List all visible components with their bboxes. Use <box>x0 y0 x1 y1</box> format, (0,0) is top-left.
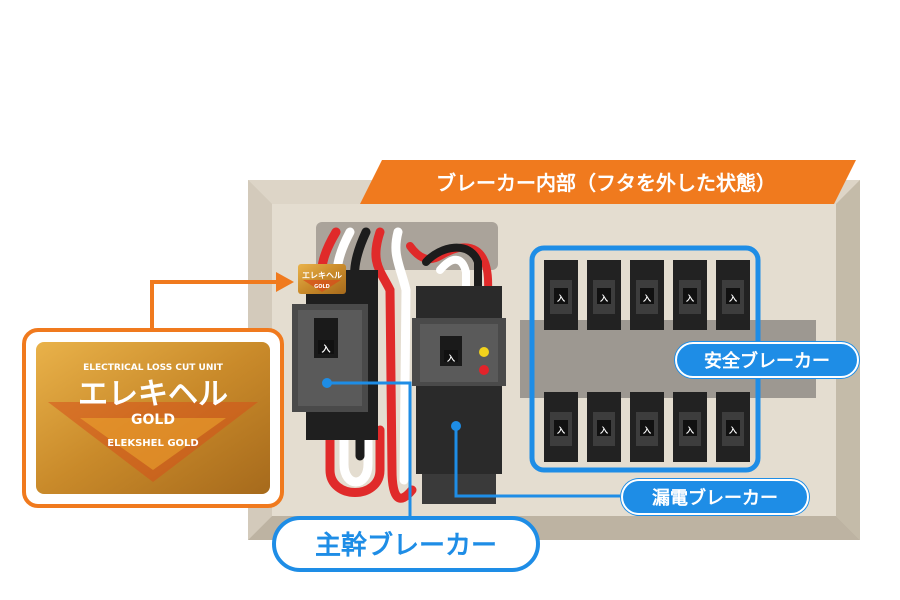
breaker-mark: 入 <box>728 426 737 435</box>
safety-breaker-label: 安全ブレーカー <box>674 341 860 379</box>
breaker-toggle-icon <box>640 420 654 436</box>
leakage-breaker-label: 漏電ブレーカー <box>620 478 810 516</box>
mini-elekihel-label: エレキヘル GOLD <box>298 264 346 294</box>
title-banner-text: ブレーカー内部（フタを外した状態） <box>436 171 776 195</box>
breaker-toggle-icon <box>726 420 740 436</box>
safety-breakers: 入入入入入入入入入入 <box>529 245 761 473</box>
safety-breaker-unit: 入 <box>673 260 707 330</box>
safety-breaker-unit: 入 <box>673 392 707 462</box>
safety-breaker-unit: 入 <box>544 260 578 330</box>
safety-breaker-label-text: 安全ブレーカー <box>704 350 830 372</box>
breaker-mark: 入 <box>642 426 651 435</box>
breaker-mark: 入 <box>642 294 651 303</box>
main-breaker: 入 <box>292 270 378 440</box>
breaker-mark: 入 <box>728 294 737 303</box>
leakage-breaker-label-text: 漏電ブレーカー <box>652 487 778 509</box>
breaker-mark: 入 <box>599 294 608 303</box>
breaker-mark: 入 <box>599 426 608 435</box>
mini-label-name: エレキヘル <box>302 271 342 280</box>
safety-breaker-unit: 入 <box>716 392 750 462</box>
safety-breaker-unit: 入 <box>630 260 664 330</box>
breaker-mark: 入 <box>685 294 694 303</box>
safety-breaker-unit: 入 <box>544 392 578 462</box>
product-name-jp: エレキヘル <box>78 377 228 412</box>
breaker-toggle-icon <box>726 288 740 304</box>
breaker-toggle-icon <box>683 420 697 436</box>
product-name-en: ELEKSHEL GOLD <box>107 438 198 449</box>
breaker-toggle-icon <box>640 288 654 304</box>
connectors <box>322 378 620 520</box>
indicator-yellow-icon <box>479 347 489 357</box>
safety-breaker-unit: 入 <box>587 260 621 330</box>
breaker-toggle-icon <box>597 288 611 304</box>
safety-breaker-unit: 入 <box>716 260 750 330</box>
main-breaker-label-text: 主幹ブレーカー <box>315 530 497 561</box>
product-tagline: ELECTRICAL LOSS CUT UNIT <box>83 363 224 373</box>
product-card: ELECTRICAL LOSS CUT UNIT エレキヘル GOLD ELEK… <box>22 328 284 508</box>
safety-breaker-unit: 入 <box>587 392 621 462</box>
breaker-mark: 入 <box>446 354 455 363</box>
mini-label-grade: GOLD <box>314 284 330 290</box>
breaker-toggle-icon <box>683 288 697 304</box>
breaker-toggle-icon <box>597 420 611 436</box>
breaker-toggle-icon <box>554 420 568 436</box>
breaker-mark: 入 <box>556 294 565 303</box>
breaker-mark: 入 <box>685 426 694 435</box>
product-grade: GOLD <box>131 412 175 428</box>
breaker-mark: 入 <box>556 426 565 435</box>
indicator-red-icon <box>479 365 489 375</box>
safety-breaker-unit: 入 <box>630 392 664 462</box>
breaker-toggle-icon <box>554 288 568 304</box>
title-banner: ブレーカー内部（フタを外した状態） <box>360 160 856 204</box>
orange-connector <box>150 272 294 330</box>
leakage-breaker: 入 <box>412 286 506 504</box>
breaker-mark: 入 <box>320 344 330 355</box>
main-breaker-label: 主幹ブレーカー <box>272 516 540 572</box>
